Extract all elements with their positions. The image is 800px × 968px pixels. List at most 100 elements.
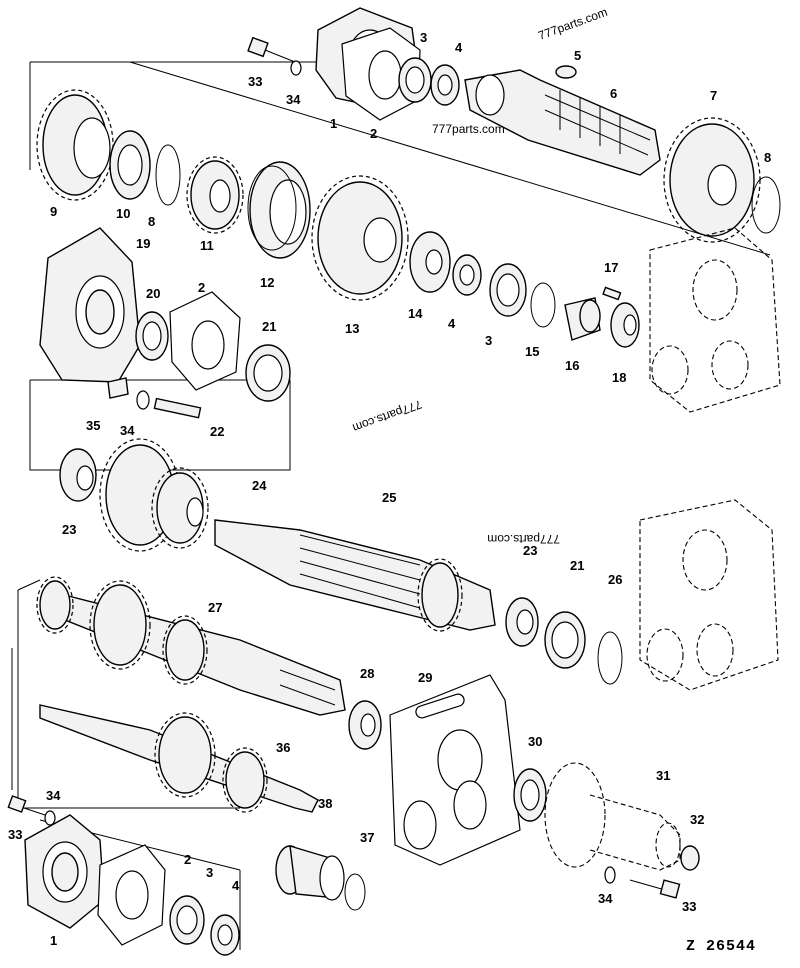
stud-assembly — [107, 377, 202, 419]
callout-4-top: 4 — [455, 40, 463, 55]
callout-23-left: 23 — [62, 522, 76, 537]
callout-22: 22 — [210, 424, 224, 439]
snap-ring-left — [155, 144, 181, 206]
thrust-washer-10 — [109, 130, 151, 200]
gear-7 — [663, 117, 761, 243]
cluster-gear-24 — [99, 438, 209, 552]
callout-19: 19 — [136, 236, 150, 251]
small-gear-mid — [452, 254, 482, 296]
callout-34-bottom-right: 34 — [598, 891, 613, 906]
small-gear-top — [430, 64, 460, 106]
seal-30 — [513, 768, 547, 822]
watermark-1: 777parts.com — [536, 5, 609, 43]
plate-gasket-right — [649, 227, 781, 413]
callout-35: 35 — [86, 418, 100, 433]
gasket-bottom — [97, 844, 166, 946]
callout-33-bottom-right: 33 — [682, 899, 696, 914]
lower-group-bracket — [11, 579, 41, 810]
callout-1-top: 1 — [330, 116, 337, 131]
bearing-mid — [489, 263, 527, 317]
snap-ring-37 — [344, 873, 366, 911]
gasket-mid — [169, 291, 241, 391]
callout-18: 18 — [612, 370, 626, 385]
reverse-shaft-36 — [39, 704, 319, 813]
figure-id: Z 26544 — [686, 938, 756, 955]
callout-37: 37 — [360, 830, 374, 845]
callout-31: 31 — [656, 768, 670, 783]
countershaft-27 — [36, 576, 346, 716]
callout-2-mid: 2 — [198, 280, 205, 295]
callout-36: 36 — [276, 740, 290, 755]
callout-8-right: 8 — [764, 150, 771, 165]
sleeve-38 — [275, 845, 345, 901]
callout-29: 29 — [418, 670, 432, 685]
callout-34-top: 34 — [286, 92, 301, 107]
callout-12: 12 — [260, 275, 274, 290]
output-housing-31 — [544, 762, 681, 871]
callouts: 1 2 3 4 5 6 7 8 33 34 9 10 8 11 12 13 14… — [8, 30, 771, 948]
callout-33-bottom-left: 33 — [8, 827, 22, 842]
callout-11: 11 — [200, 238, 214, 253]
callout-24: 24 — [252, 478, 267, 493]
washer-18 — [610, 302, 640, 348]
callout-7: 7 — [710, 88, 717, 103]
callout-4-bottom: 4 — [232, 878, 240, 893]
callout-3-top: 3 — [420, 30, 427, 45]
seal-20 — [135, 311, 169, 361]
callout-17: 17 — [604, 260, 618, 275]
plate-gasket-lower — [639, 499, 779, 691]
callout-15: 15 — [525, 344, 539, 359]
callout-4-mid: 4 — [448, 316, 456, 331]
callout-10: 10 — [116, 206, 130, 221]
gear-9 — [36, 89, 114, 201]
callout-26: 26 — [608, 572, 622, 587]
watermark-3: 777parts.com — [351, 397, 424, 435]
callout-13: 13 — [345, 321, 359, 336]
snap-ring-right — [751, 176, 781, 234]
bearing-housing-bottom — [24, 814, 105, 929]
callout-2-top: 2 — [370, 126, 377, 141]
gear-13 — [311, 175, 409, 301]
callout-32: 32 — [690, 812, 704, 827]
bolt-top — [247, 36, 302, 76]
callout-1-bottom: 1 — [50, 933, 57, 948]
small-gear-bottom — [210, 914, 240, 956]
plate-29 — [389, 674, 521, 866]
bearing-cone-23-left — [59, 448, 97, 502]
bolt-bottom-right — [604, 866, 681, 899]
bolt-bottom-left — [7, 795, 56, 826]
housing-cover-19 — [39, 227, 141, 383]
callout-8-left: 8 — [148, 214, 155, 229]
bearing-cup-21 — [245, 344, 291, 402]
callout-34-bottom-left: 34 — [46, 788, 61, 803]
callout-34-mid: 34 — [120, 423, 135, 438]
callout-38: 38 — [318, 796, 332, 811]
callout-25: 25 — [382, 490, 396, 505]
bearing-cone-28 — [348, 700, 382, 750]
shift-collar-12 — [247, 161, 311, 259]
callout-3-bottom: 3 — [206, 865, 213, 880]
callout-33-top: 33 — [248, 74, 262, 89]
gear-11 — [186, 156, 244, 234]
key-part — [555, 65, 577, 79]
callout-5: 5 — [574, 48, 581, 63]
callout-14: 14 — [408, 306, 423, 321]
callout-21-right: 21 — [570, 558, 584, 573]
bearing-bottom — [169, 895, 205, 945]
callout-3-mid: 3 — [485, 333, 492, 348]
callout-2-bottom: 2 — [184, 852, 191, 867]
shaft-top — [464, 69, 661, 176]
bearing-cup-21-right — [544, 611, 586, 669]
pin-17 — [602, 286, 622, 301]
callout-20: 20 — [146, 286, 160, 301]
callout-9: 9 — [50, 204, 57, 219]
watermark-4: 777parts.com — [487, 532, 560, 546]
snap-ring-15 — [530, 282, 556, 328]
snap-ring-26 — [597, 631, 623, 685]
gasket-top — [341, 27, 421, 121]
callout-30: 30 — [528, 734, 542, 749]
callout-27: 27 — [208, 600, 222, 615]
callout-21-mid: 21 — [262, 319, 276, 334]
